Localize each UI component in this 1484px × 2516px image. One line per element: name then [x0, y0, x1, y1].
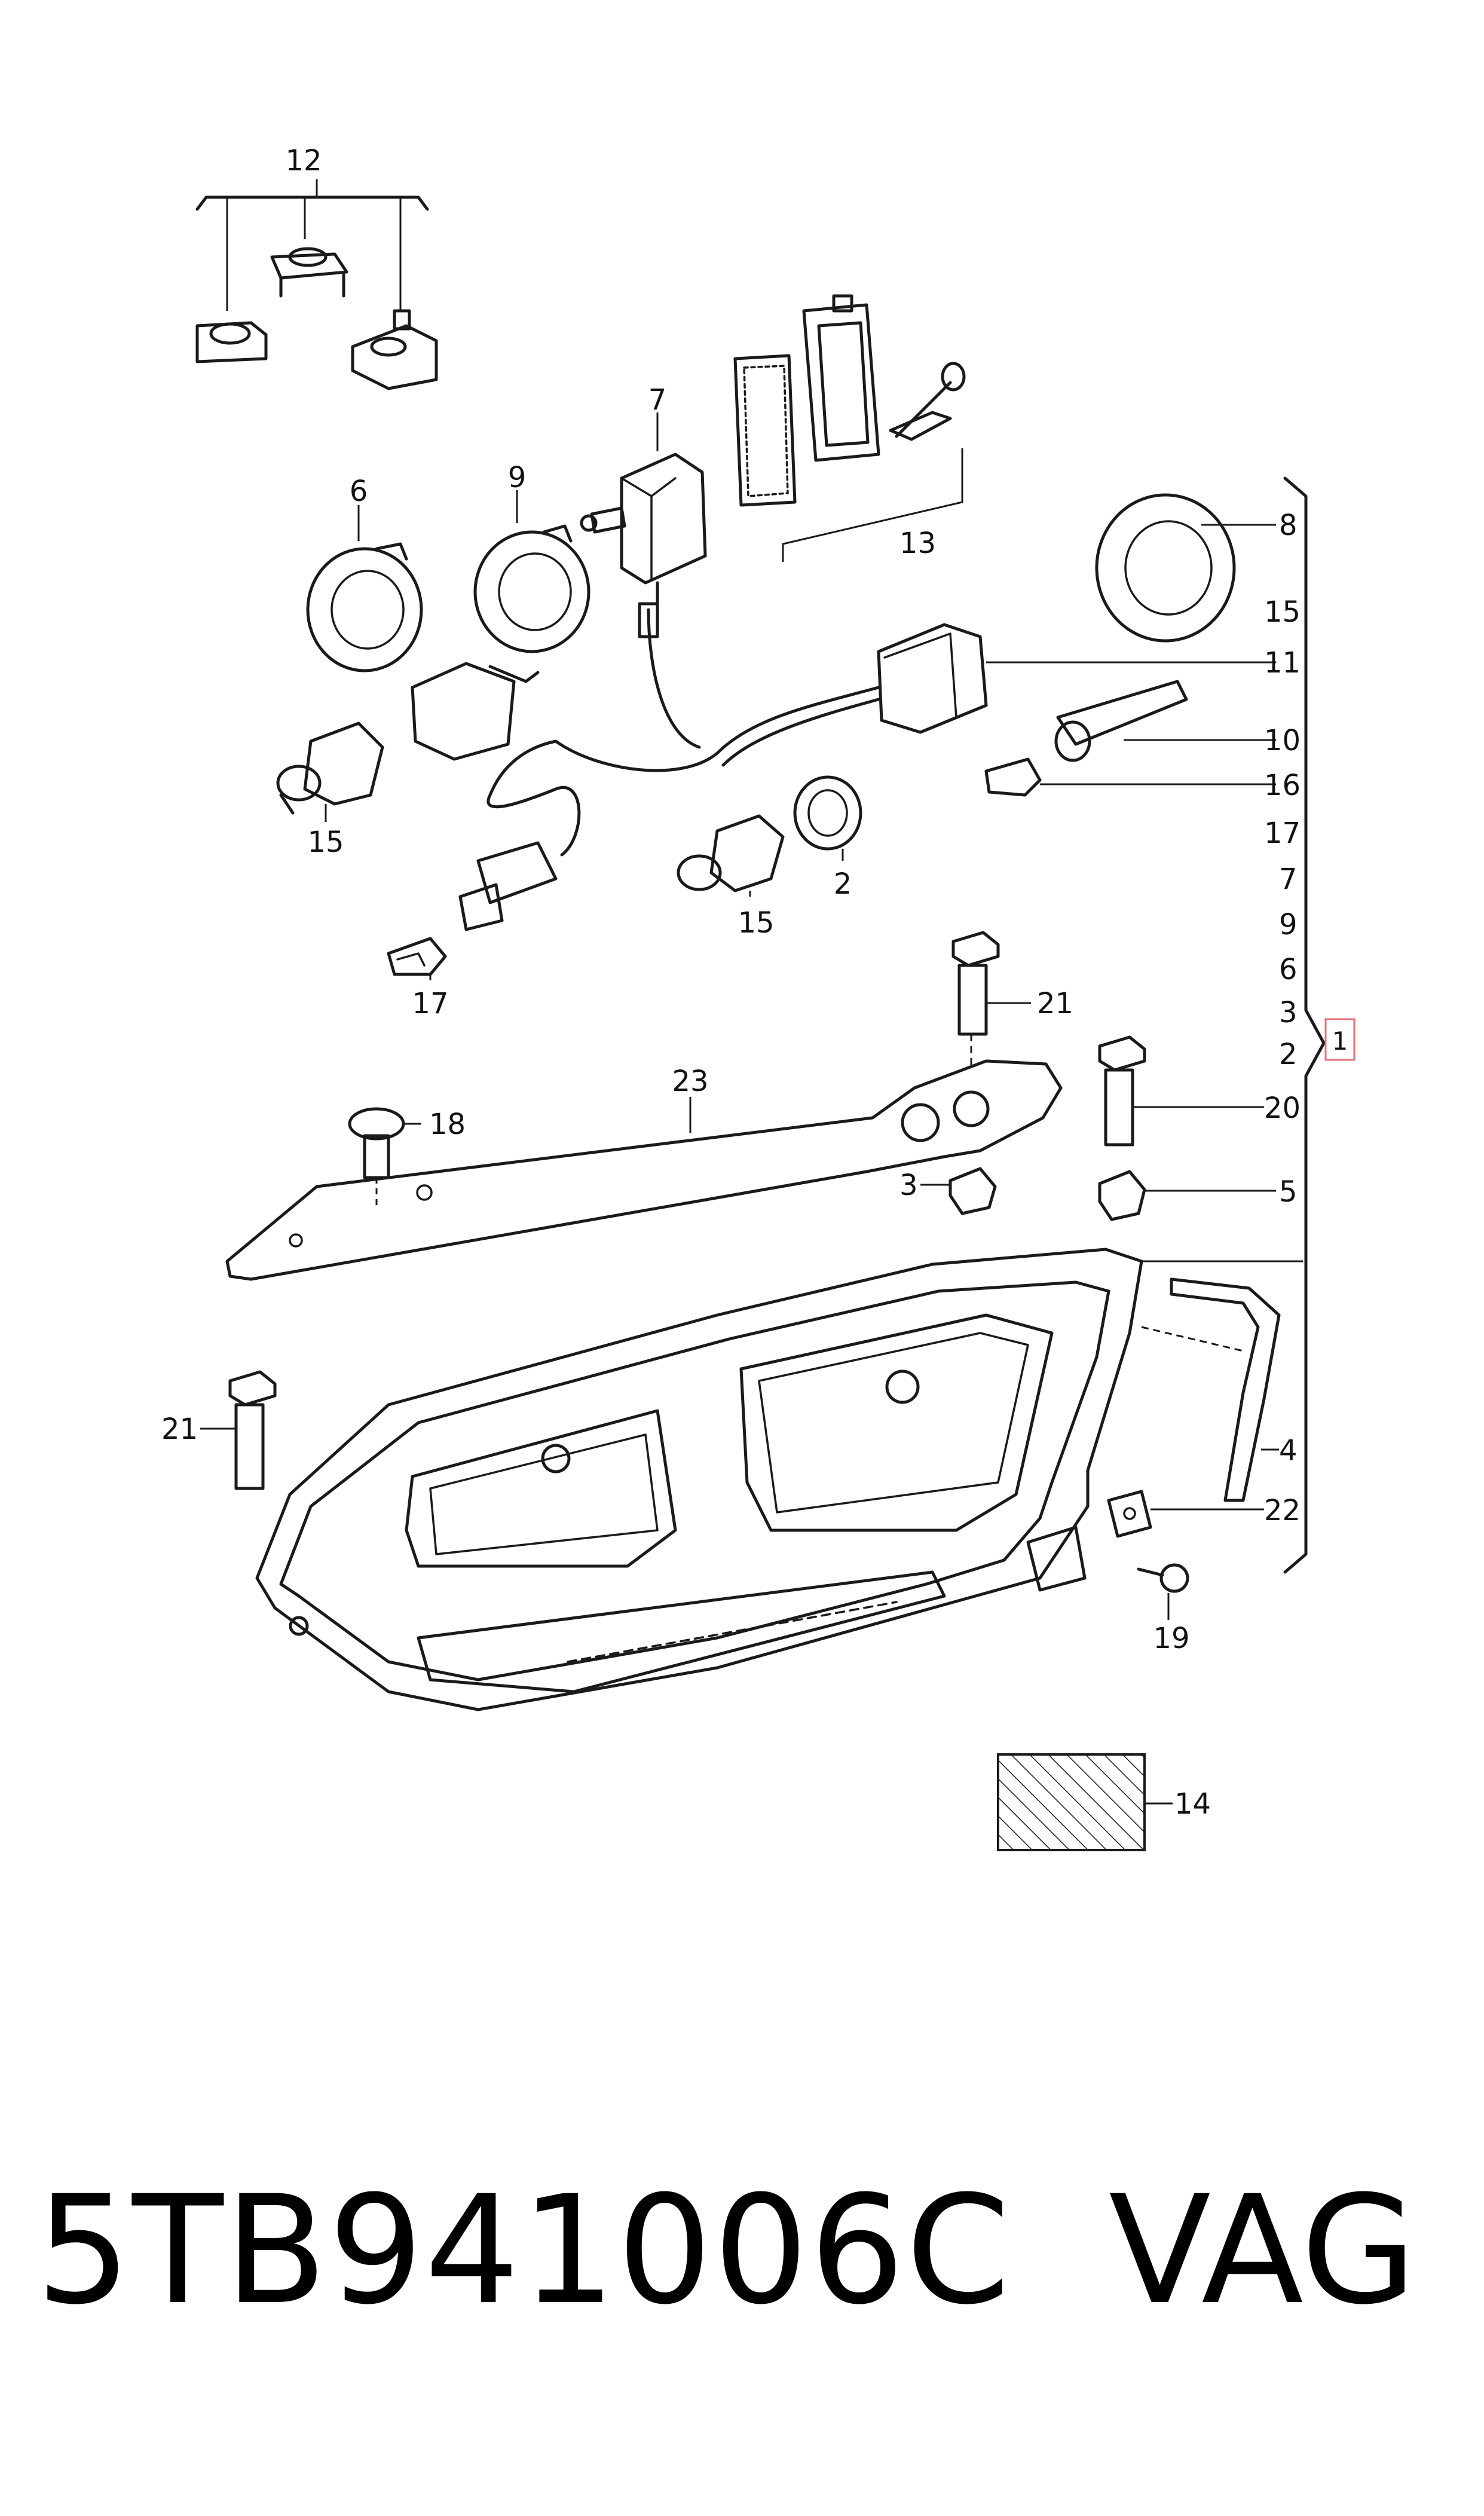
part-4-trim-strip — [1141, 1277, 1281, 1502]
part-18-screw — [348, 1107, 421, 1207]
part-17-bulb — [387, 937, 447, 980]
callout-21-top: 21 — [1037, 987, 1073, 1020]
callout-14: 14 — [1174, 1787, 1211, 1821]
callout-9: 9 — [508, 461, 527, 494]
part-14-label — [997, 1753, 1173, 1851]
headlight-housing — [255, 1248, 1143, 1711]
part-15-bulb-center — [677, 814, 785, 897]
part-5-clip — [1098, 1170, 1276, 1221]
callout-22: 22 — [1264, 1494, 1301, 1527]
part-13-cover-gasket — [733, 294, 966, 562]
callout-1-box — [1324, 1018, 1356, 1061]
callout-15-center: 15 — [738, 906, 774, 940]
callout-11: 11 — [1264, 646, 1301, 680]
group-list-item-2: 17 — [1264, 817, 1301, 850]
callout-5: 5 — [1279, 1175, 1298, 1209]
part-6-cap — [306, 505, 423, 672]
callout-7: 7 — [648, 383, 667, 417]
group-list-item-3: 7 — [1279, 863, 1298, 896]
group-list-item-6: 3 — [1279, 996, 1298, 1029]
part-15-bulb-left — [276, 722, 384, 822]
callout-10: 10 — [1264, 724, 1301, 757]
part-2-holder — [793, 775, 862, 861]
callout-12: 12 — [285, 144, 322, 178]
group-list-item-4: 9 — [1279, 908, 1298, 941]
part-8-cap — [1095, 493, 1276, 643]
callout-1: 1 — [1332, 1026, 1348, 1056]
part-22-clip — [1107, 1490, 1264, 1538]
callout-23: 23 — [672, 1065, 708, 1098]
part-7-leveling-motor — [580, 412, 707, 612]
callout-21-left: 21 — [161, 1413, 198, 1446]
callout-19: 19 — [1153, 1622, 1189, 1655]
callout-20: 20 — [1264, 1092, 1301, 1125]
part-23-bracket — [225, 1059, 1063, 1281]
callout-8: 8 — [1279, 509, 1298, 542]
part-20-screw — [1098, 1035, 1264, 1147]
part-16-bulb — [984, 757, 1276, 797]
callout-17-left: 17 — [412, 987, 448, 1020]
part-12-adjuster-set — [195, 179, 438, 390]
part-11-wiring-harness — [411, 602, 1276, 931]
group-list-item-5: 6 — [1279, 953, 1298, 986]
callout-18: 18 — [429, 1108, 466, 1141]
callout-4: 4 — [1279, 1434, 1298, 1468]
part-number: 5TB941006C — [36, 2163, 1012, 2337]
group-list-item-1: 15 — [1264, 595, 1301, 629]
callout-15-left: 15 — [307, 826, 344, 859]
group-list-item-7: 2 — [1279, 1038, 1298, 1071]
part-9-cap — [473, 490, 590, 653]
callout-16: 16 — [1264, 769, 1301, 802]
part-21-screw-top — [951, 931, 1031, 1070]
callout-6: 6 — [350, 475, 368, 508]
group-brace — [1283, 476, 1356, 1574]
callout-13: 13 — [899, 527, 936, 560]
part-10-socket — [1054, 680, 1276, 762]
callout-2-center: 2 — [834, 867, 852, 901]
callout-3-clip: 3 — [899, 1169, 918, 1202]
part-19-screw — [1137, 1563, 1189, 1620]
brand-name: VAG — [1109, 2163, 1417, 2337]
part-21-screw-left — [200, 1370, 277, 1490]
part-3-clip — [920, 1167, 997, 1215]
